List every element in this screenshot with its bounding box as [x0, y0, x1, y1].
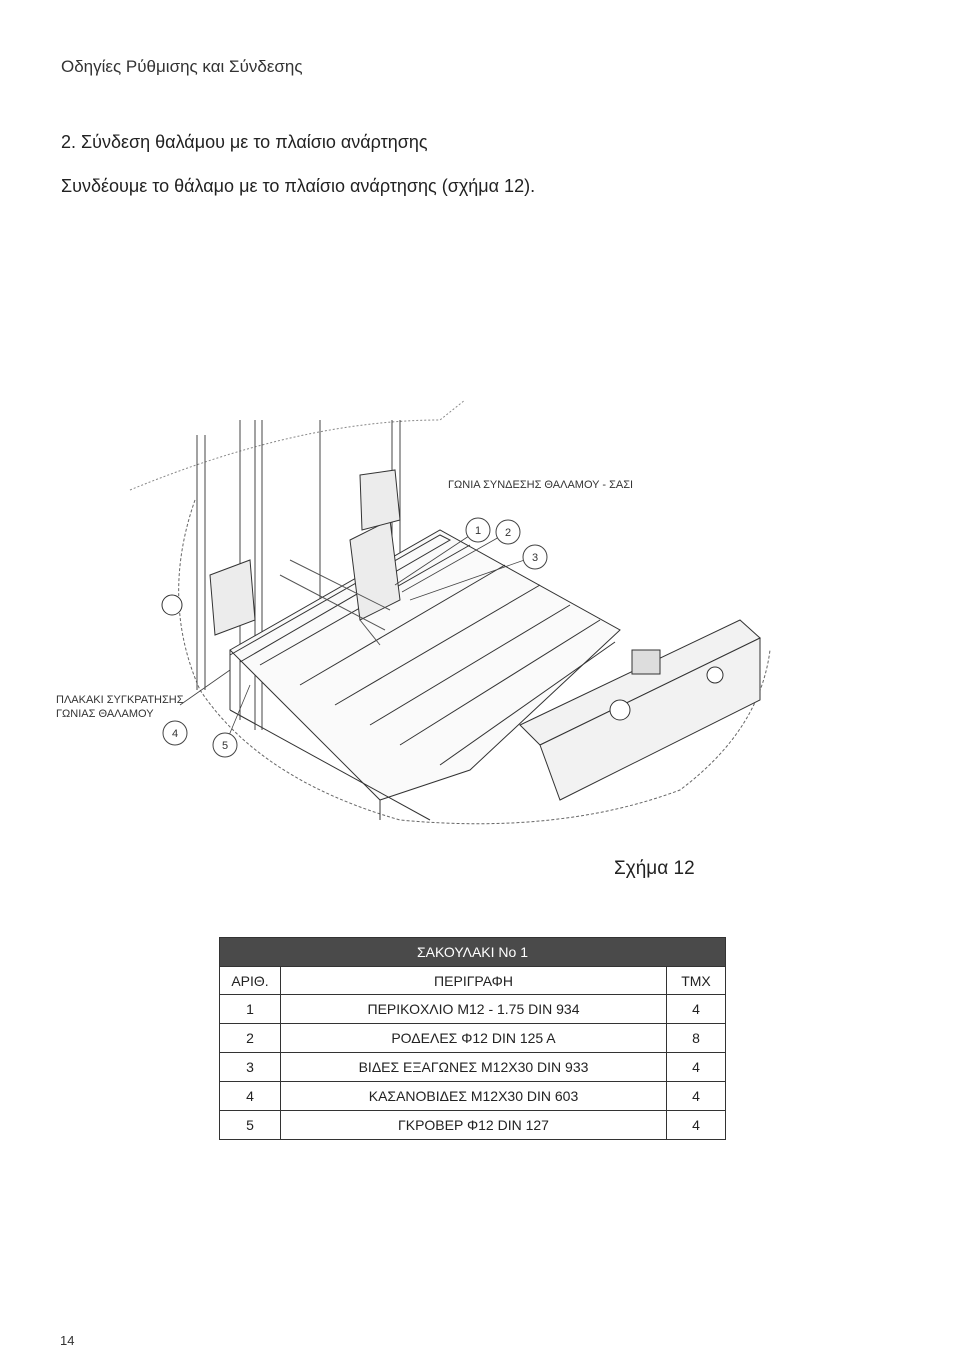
section-heading: 2. Σύνδεση θαλάμου με το πλαίσιο ανάρτησ…	[61, 132, 428, 152]
connection-bracket	[209, 469, 401, 646]
table-row: 2 ΡΟΔΕΛΕΣ Φ12 DIN 125 A 8	[219, 1023, 726, 1053]
callout-1-number: 1	[475, 525, 481, 537]
row-quantity: 8	[666, 1023, 726, 1053]
callout-5-number: 5	[222, 740, 228, 752]
callout-2: 2	[495, 519, 521, 545]
cutaway-outline-bottom	[178, 499, 771, 825]
header-description: ΠΕΡΙΓΡΑΦΗ	[280, 966, 667, 995]
parts-table-title-row: ΣΑΚΟΥΛΑΚΙ Νο 1	[219, 937, 726, 967]
assembly-figure: ΓΩΝΙΑ ΣΥΝΔΕΣΗΣ ΘΑΛΑΜΟΥ - ΣΑΣΙ ΠΛΑΚΑΚΙ ΣΥ…	[0, 380, 960, 850]
callout-5: 5	[212, 732, 238, 758]
table-row: 3 ΒΙΔΕΣ ΕΞΑΓΩΝΕΣ Μ12Χ30 DIN 933 4	[219, 1052, 726, 1082]
door-operator	[161, 594, 761, 801]
table-row: 4 ΚΑΣΑΝΟΒΙΔΕΣ Μ12Χ30 DIN 603 4	[219, 1081, 726, 1111]
intro-paragraph: Συνδέουμε το θάλαμο με το πλαίσιο ανάρτη…	[61, 176, 536, 196]
callout-3-number: 3	[532, 552, 538, 564]
row-number: 1	[219, 994, 281, 1024]
parts-table: ΣΑΚΟΥΛΑΚΙ Νο 1 ΑΡΙΘ. ΠΕΡΙΓΡΑΦΗ ΤΜΧ 1 ΠΕΡ…	[219, 937, 726, 1140]
retainer-plate-label-line1: ΠΛΑΚΑΚΙ ΣΥΓΚΡΑΤΗΣΗΣ	[56, 694, 184, 706]
row-description: ΓΚΡΟΒΕΡ Φ12 DIN 127	[280, 1110, 667, 1140]
figure-caption: Σχήμα 12	[614, 858, 695, 879]
table-row: 5 ΓΚΡΟΒΕΡ Φ12 DIN 127 4	[219, 1110, 726, 1140]
row-number: 2	[219, 1023, 281, 1053]
row-number: 5	[219, 1110, 281, 1140]
leader-lines	[179, 529, 534, 746]
corner-joint-label: ΓΩΝΙΑ ΣΥΝΔΕΣΗΣ ΘΑΛΑΜΟΥ - ΣΑΣΙ	[448, 479, 633, 491]
callout-4: 4	[162, 720, 188, 746]
parts-table-title: ΣΑΚΟΥΛΑΚΙ Νο 1	[219, 937, 726, 967]
row-quantity: 4	[666, 1110, 726, 1140]
row-number: 4	[219, 1081, 281, 1111]
row-quantity: 4	[666, 1081, 726, 1111]
header-number: ΑΡΙΘ.	[219, 966, 281, 995]
document-header-title: Οδηγίες Ρύθμισης και Σύνδεσης	[61, 57, 303, 76]
cutaway-outline-top	[129, 399, 466, 491]
callout-4-number: 4	[172, 728, 178, 740]
row-description: ΚΑΣΑΝΟΒΙΔΕΣ Μ12Χ30 DIN 603	[280, 1081, 667, 1111]
retainer-plate-label-line2: ΓΩΝΙΑΣ ΘΑΛΑΜΟΥ	[56, 708, 154, 720]
row-number: 3	[219, 1052, 281, 1082]
page-number: 14	[60, 1333, 75, 1348]
callout-2-number: 2	[505, 527, 511, 539]
callout-3: 3	[522, 544, 548, 570]
assembly-drawing: ΓΩΝΙΑ ΣΥΝΔΕΣΗΣ ΘΑΛΑΜΟΥ - ΣΑΣΙ ΠΛΑΚΑΚΙ ΣΥ…	[56, 399, 771, 825]
row-quantity: 4	[666, 994, 726, 1024]
row-quantity: 4	[666, 1052, 726, 1082]
header-quantity: ΤΜΧ	[666, 966, 726, 995]
parts-table-header-row: ΑΡΙΘ. ΠΕΡΙΓΡΑΦΗ ΤΜΧ	[219, 966, 726, 995]
row-description: ΡΟΔΕΛΕΣ Φ12 DIN 125 A	[280, 1023, 667, 1053]
row-description: ΒΙΔΕΣ ΕΞΑΓΩΝΕΣ Μ12Χ30 DIN 933	[280, 1052, 667, 1082]
table-row: 1 ΠΕΡΙΚΟΧΛΙΟ Μ12 - 1.75 DIN 934 4	[219, 994, 726, 1024]
callout-1: 1	[465, 517, 491, 543]
row-description: ΠΕΡΙΚΟΧΛΙΟ Μ12 - 1.75 DIN 934	[280, 994, 667, 1024]
